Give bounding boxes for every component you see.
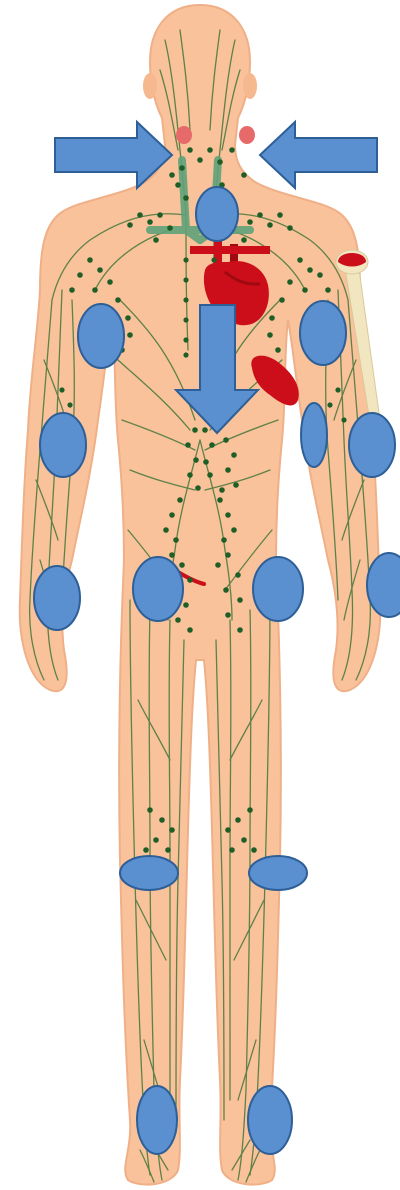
marker-left-ankle: [137, 1086, 177, 1154]
marker-right-ankle: [248, 1086, 292, 1154]
marker-right-shoulder: [300, 301, 346, 365]
arrow-pointing-left: [260, 122, 377, 188]
marker-left-groin: [133, 557, 183, 621]
marker-spleen-area: [301, 403, 327, 467]
right-tonsil: [239, 126, 255, 144]
marker-left-shoulder: [78, 304, 124, 368]
marker-left-elbow: [40, 413, 86, 477]
marker-right-elbow: [349, 413, 395, 477]
marker-neck: [196, 187, 238, 241]
marker-right-groin: [253, 557, 303, 621]
marker-right-knee: [249, 856, 307, 890]
marker-left-wrist: [34, 566, 80, 630]
marker-left-knee: [120, 856, 178, 890]
left-tonsil: [176, 126, 192, 144]
